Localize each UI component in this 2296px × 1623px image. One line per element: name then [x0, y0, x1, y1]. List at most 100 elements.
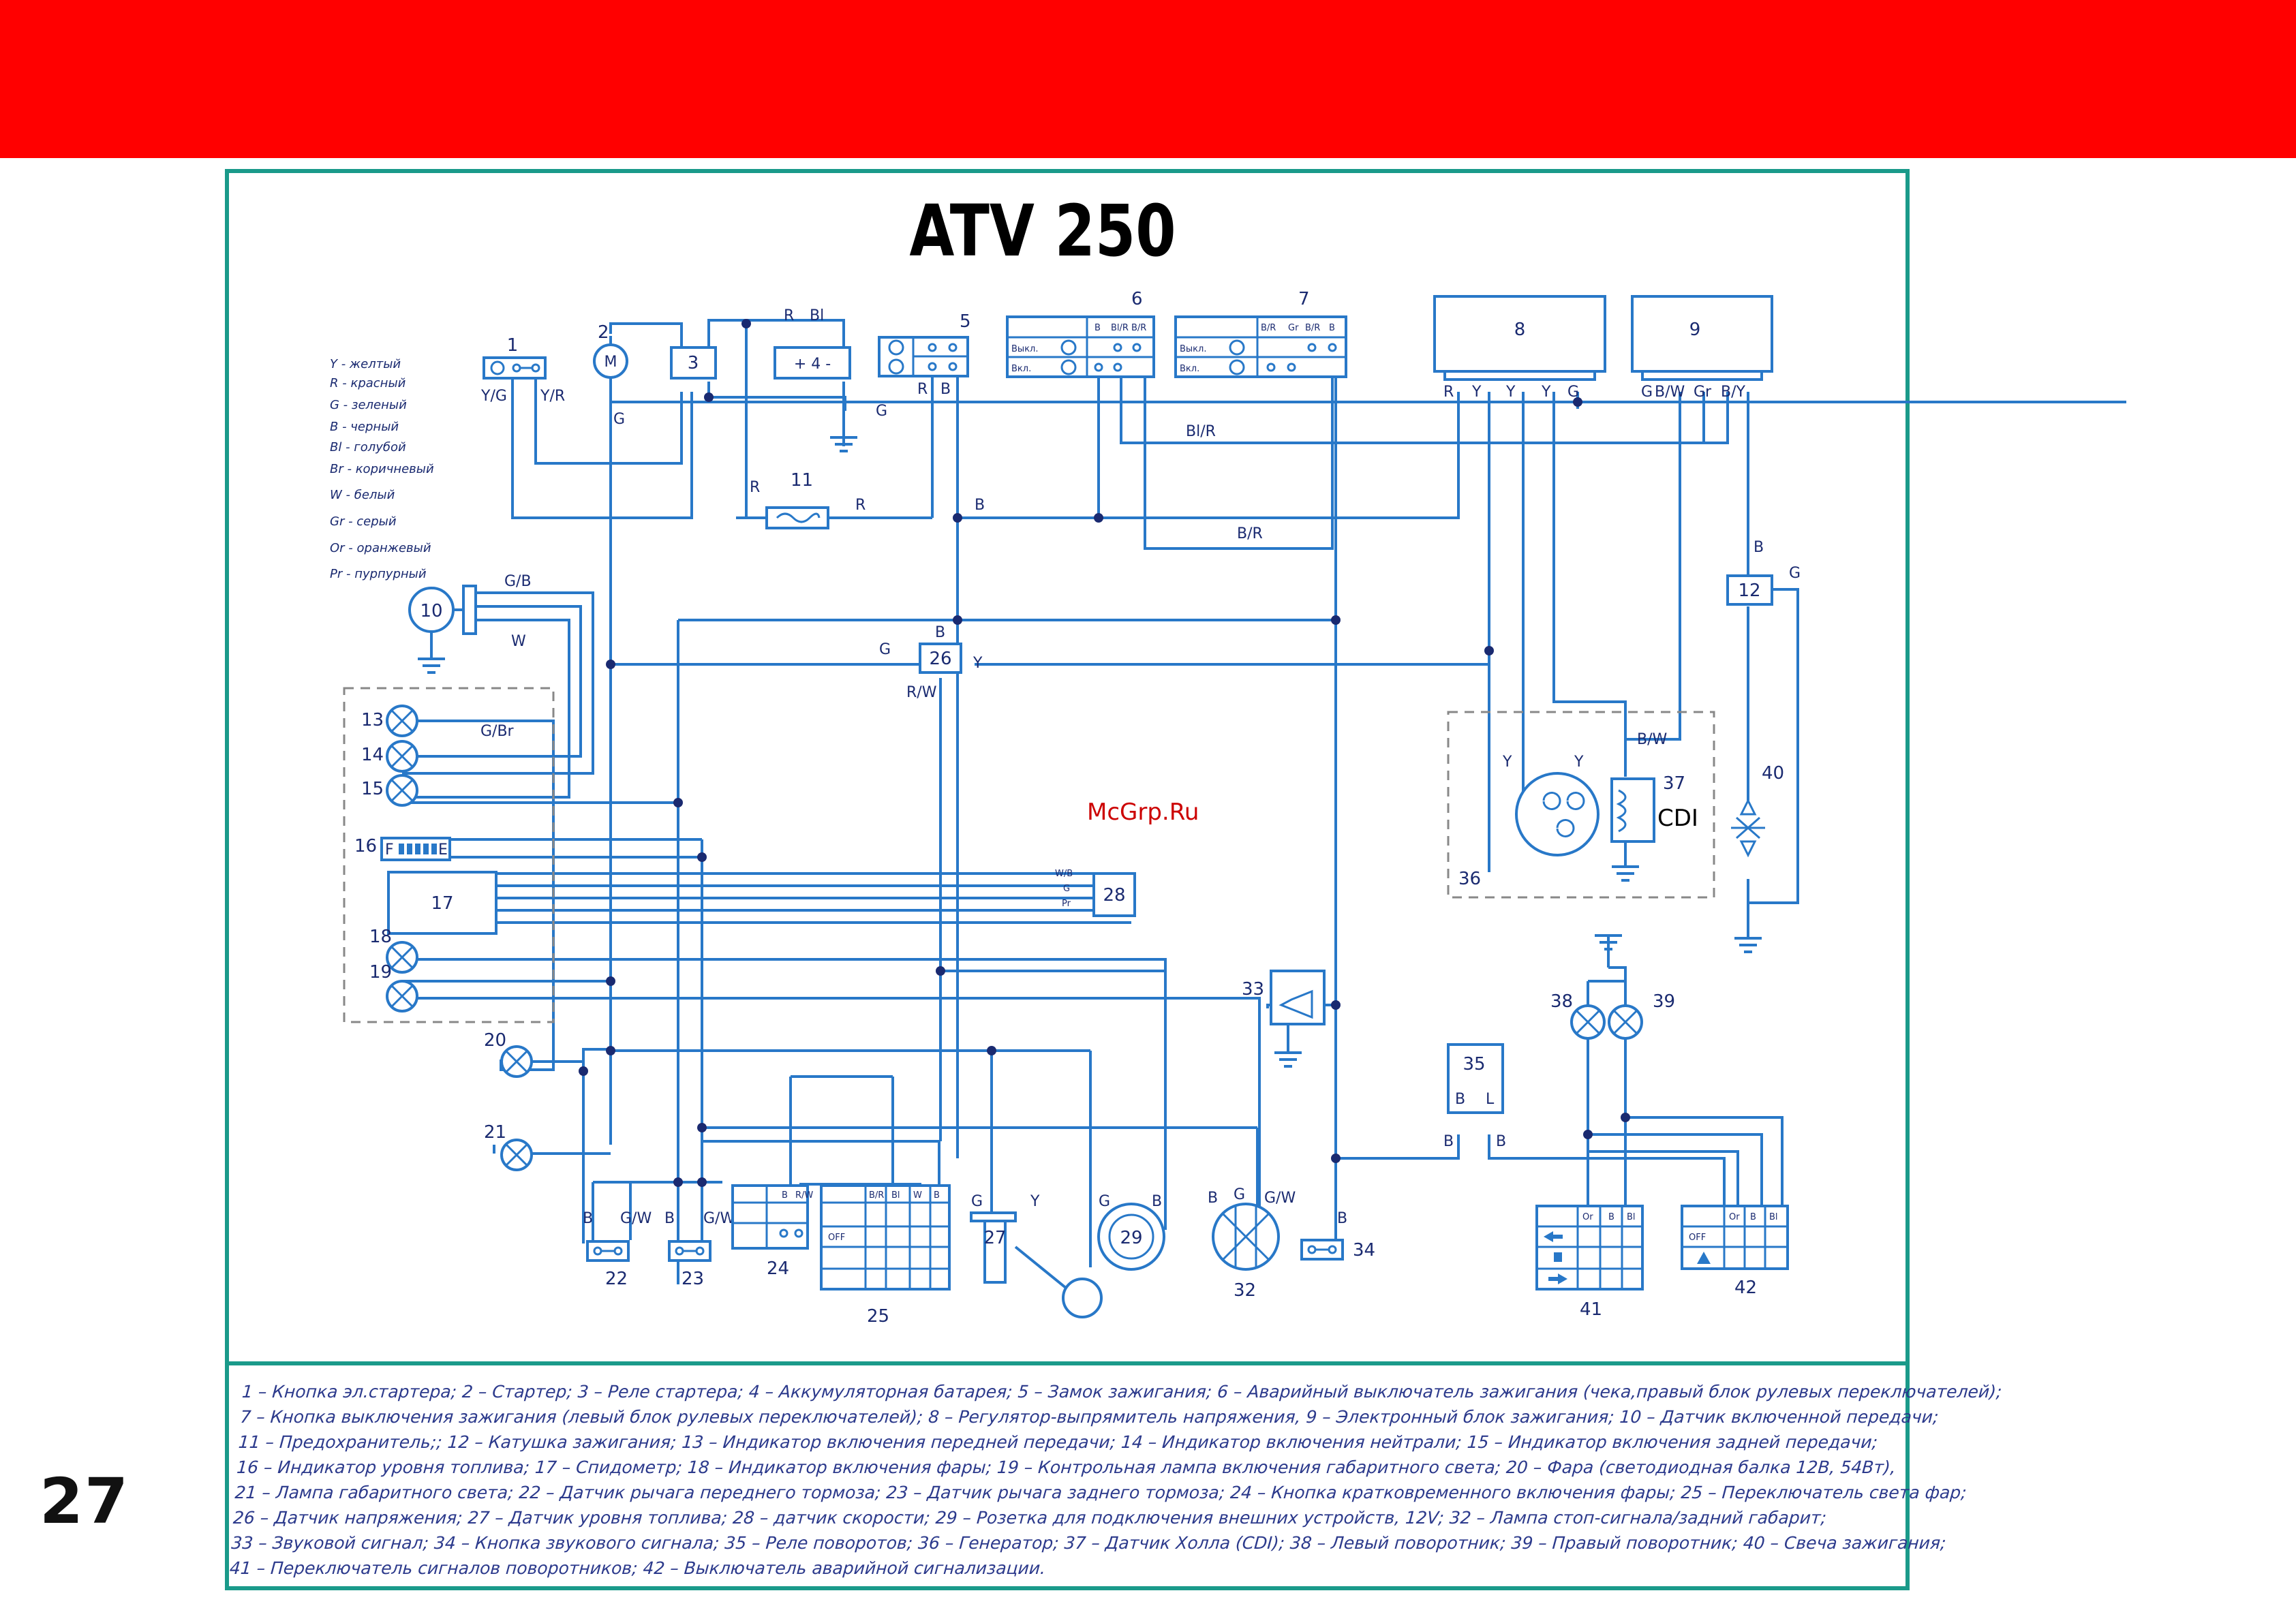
switch-position-label: Выкл.	[1011, 344, 1038, 354]
junction-dots	[579, 319, 1630, 1187]
wire-label: B	[975, 497, 985, 514]
switch-position-label: Выкл.	[1180, 344, 1206, 354]
wire-label: Or	[1582, 1212, 1593, 1222]
component-number: 17	[431, 893, 453, 914]
wire-label: B/Y	[1721, 384, 1746, 401]
gear-position-sensor: 10 G/B W G/Br	[408, 573, 532, 740]
color-code-item: Or - оранжевый	[330, 541, 431, 555]
wire-label: B	[940, 381, 951, 398]
emergency-kill-switch: Выкл. Вкл. 6 B Bl/R B/R	[1006, 289, 1155, 378]
wire-label: Y	[1574, 754, 1584, 771]
wire-label: B	[1208, 1190, 1218, 1207]
component-number: 6	[1131, 289, 1143, 309]
legend-line: 1 – Кнопка эл.стартера; 2 – Стартер; 3 –…	[241, 1382, 2003, 1402]
component-number: 10	[420, 601, 442, 621]
light-switch: OFF B/R Bl W B 25	[820, 1184, 951, 1327]
wire-label: B	[664, 1210, 675, 1227]
wire-label: B	[935, 624, 945, 641]
dashboard-panel-outline	[343, 687, 555, 1023]
wire-label: Bl	[810, 307, 824, 324]
wire-label: Y	[1505, 384, 1516, 401]
switch-position-label: Вкл.	[1011, 364, 1031, 374]
headlight-indicator: 18	[369, 927, 418, 974]
wire-label: G/W	[703, 1210, 735, 1227]
wire-label: R	[784, 307, 794, 324]
wire-label: Bl/R	[1186, 423, 1216, 440]
component-number: 24	[767, 1258, 789, 1279]
wire-label: B/R	[1305, 323, 1320, 333]
headlight-flash-button: 24 B R/W	[731, 1184, 813, 1279]
component-number: 33	[1242, 979, 1264, 1000]
wire-label: B	[934, 1190, 940, 1201]
color-code-list: Y - желтый R - красный G - зеленый B - ч…	[330, 357, 434, 581]
parking-light-indicator: 19	[369, 962, 418, 1013]
component-number: 27	[983, 1228, 1006, 1248]
component-number: 19	[369, 962, 392, 983]
diagram-title: ATV 250	[909, 191, 1176, 273]
wire-label: B/R	[1261, 323, 1276, 333]
wire-label: W/B	[1055, 869, 1073, 879]
wire-label: G/Br	[480, 723, 515, 740]
wire-label: B/R	[1131, 323, 1146, 333]
wire-label: B	[1095, 323, 1101, 333]
hall-sensor: 37 CDI B/W	[1610, 731, 1698, 882]
wire-label: Or	[1729, 1212, 1740, 1222]
component-number: 41	[1580, 1299, 1602, 1320]
engine-stop-switch: Выкл. Вкл. 7 B/R Gr B/R B	[1174, 289, 1347, 378]
legend-line: 33 – Звуковой сигнал; 34 – Кнопка звуков…	[230, 1533, 1947, 1553]
wire-label: B	[1750, 1212, 1756, 1222]
component-number: 38	[1550, 991, 1573, 1012]
turn-signal-relay: 35 B L B B	[1443, 1043, 1506, 1150]
component-number: 5	[960, 311, 971, 332]
wiring-lines	[402, 319, 2126, 1284]
wire-label: Y	[1030, 1193, 1040, 1210]
wire-label: G	[876, 403, 887, 420]
wire-label: Bl	[891, 1190, 900, 1201]
wire-label: G/B	[504, 573, 532, 590]
wire-label: Y/R	[540, 388, 565, 405]
wire-label: B	[1496, 1133, 1506, 1150]
wire-label: G	[1641, 384, 1653, 401]
wire-label: R	[1443, 384, 1454, 401]
wire-label: Bl/R	[1111, 323, 1129, 333]
color-code-item: Y - желтый	[330, 357, 401, 371]
stop-tail-lamp: 32 B G G/W	[1208, 1186, 1296, 1301]
component-number: 37	[1663, 773, 1685, 794]
wire-label: B	[782, 1190, 788, 1201]
wire-label: B/W	[1637, 731, 1668, 748]
color-code-item: Pr - пурпурный	[330, 567, 427, 581]
ignition-switch: 5 R B	[878, 311, 971, 398]
wire-label: B	[1608, 1212, 1614, 1222]
voltage-regulator: 8 R Y Y Y G	[1433, 295, 1606, 401]
component-number: 1	[507, 335, 519, 356]
wire-label: G/W	[620, 1210, 652, 1227]
cdi-label: CDI	[1657, 805, 1698, 832]
watermark: McGrp.Ru	[1087, 799, 1199, 826]
component-number: 23	[682, 1269, 704, 1289]
wire-label: G	[971, 1193, 983, 1210]
wire-label: B	[1455, 1091, 1465, 1108]
wire-label: B/W	[1655, 384, 1685, 401]
component-number: 14	[361, 745, 384, 765]
wire-label: B/R	[1237, 525, 1263, 542]
component-number: 12	[1738, 581, 1760, 601]
wire-label: Bl	[1627, 1212, 1636, 1222]
wire-label: Y	[1502, 754, 1512, 771]
wire-label: Bl	[1769, 1212, 1778, 1222]
horn-button: 34 B	[1300, 1210, 1375, 1261]
speed-sensor: 28 W/B G Pr	[1055, 869, 1136, 917]
component-number: 9	[1689, 320, 1701, 340]
wire-label: G	[879, 641, 891, 658]
diagram-frame	[225, 169, 1910, 1590]
wire-label: B	[1443, 1133, 1454, 1150]
legend-line: 11 – Предохранитель;; 12 – Катушка зажиг…	[237, 1432, 1879, 1452]
color-code-item: Bl - голубой	[330, 440, 406, 454]
wire-label: W	[511, 633, 526, 650]
fuel-full-label: F	[385, 841, 394, 859]
component-number: 34	[1353, 1240, 1375, 1261]
component-number: 26	[929, 649, 951, 669]
generator-outline	[1447, 711, 1715, 899]
wire-label: B/R	[869, 1190, 884, 1201]
starter-motor: M 2 G	[593, 322, 628, 428]
